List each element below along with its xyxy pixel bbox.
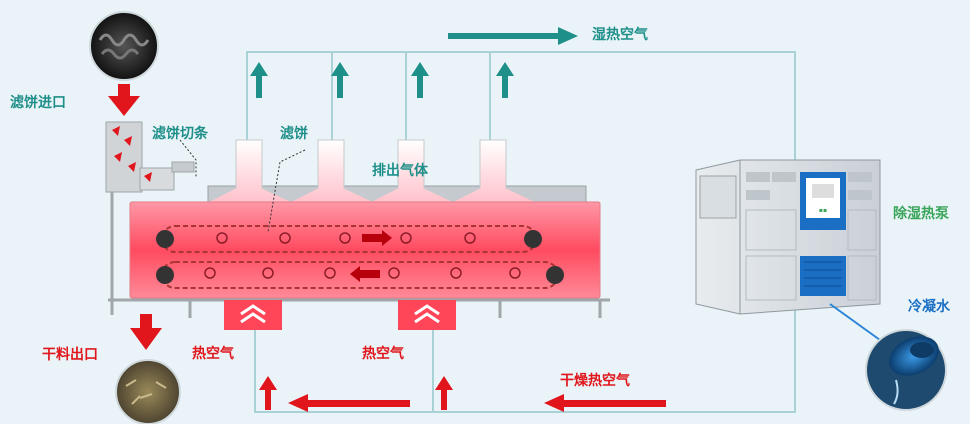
support-legs [108,192,610,318]
dry-material-image [115,359,181,424]
inlet-down-arrow [108,84,140,116]
condensate-water-image [865,329,947,411]
dry-air-return-arrows [288,394,666,412]
heat-pump-unit: ▪▪ [695,159,881,315]
dry-material-outlet-label: 干料出口 [42,347,98,363]
exhaust-gas-label: 排出气体 [372,163,428,179]
hot-air-label-right: 热空气 [362,346,404,362]
exhaust-up-arrows [250,62,514,98]
outlet-down-arrow [130,314,162,350]
conveyor-belts [156,225,564,289]
filter-cake-image [89,11,159,81]
air-pipe-loop [246,51,796,413]
hot-air-inlets [224,300,456,330]
filter-cake-cutting-label: 滤饼切条 [152,126,208,142]
cutter-hopper [105,121,195,193]
hot-air-up-arrows [259,376,453,410]
dry-hot-air-label: 干燥热空气 [560,373,630,389]
dehumidifying-heat-pump-label: 除湿热泵 [893,206,949,222]
filter-cake-label: 滤饼 [280,126,308,142]
label-leader-lines [179,139,306,233]
svg-text:▪▪: ▪▪ [819,207,827,214]
dryer-body [129,201,601,299]
hot-air-label-left: 热空气 [192,346,234,362]
humid-air-arrow [448,27,578,45]
condensate-water-label: 冷凝水 [908,299,950,315]
humid-hot-air-label: 湿热空气 [592,27,648,43]
condensate-pointer [829,303,881,341]
filter-cake-inlet-label: 滤饼进口 [10,95,66,111]
exhaust-hoods [207,139,587,203]
